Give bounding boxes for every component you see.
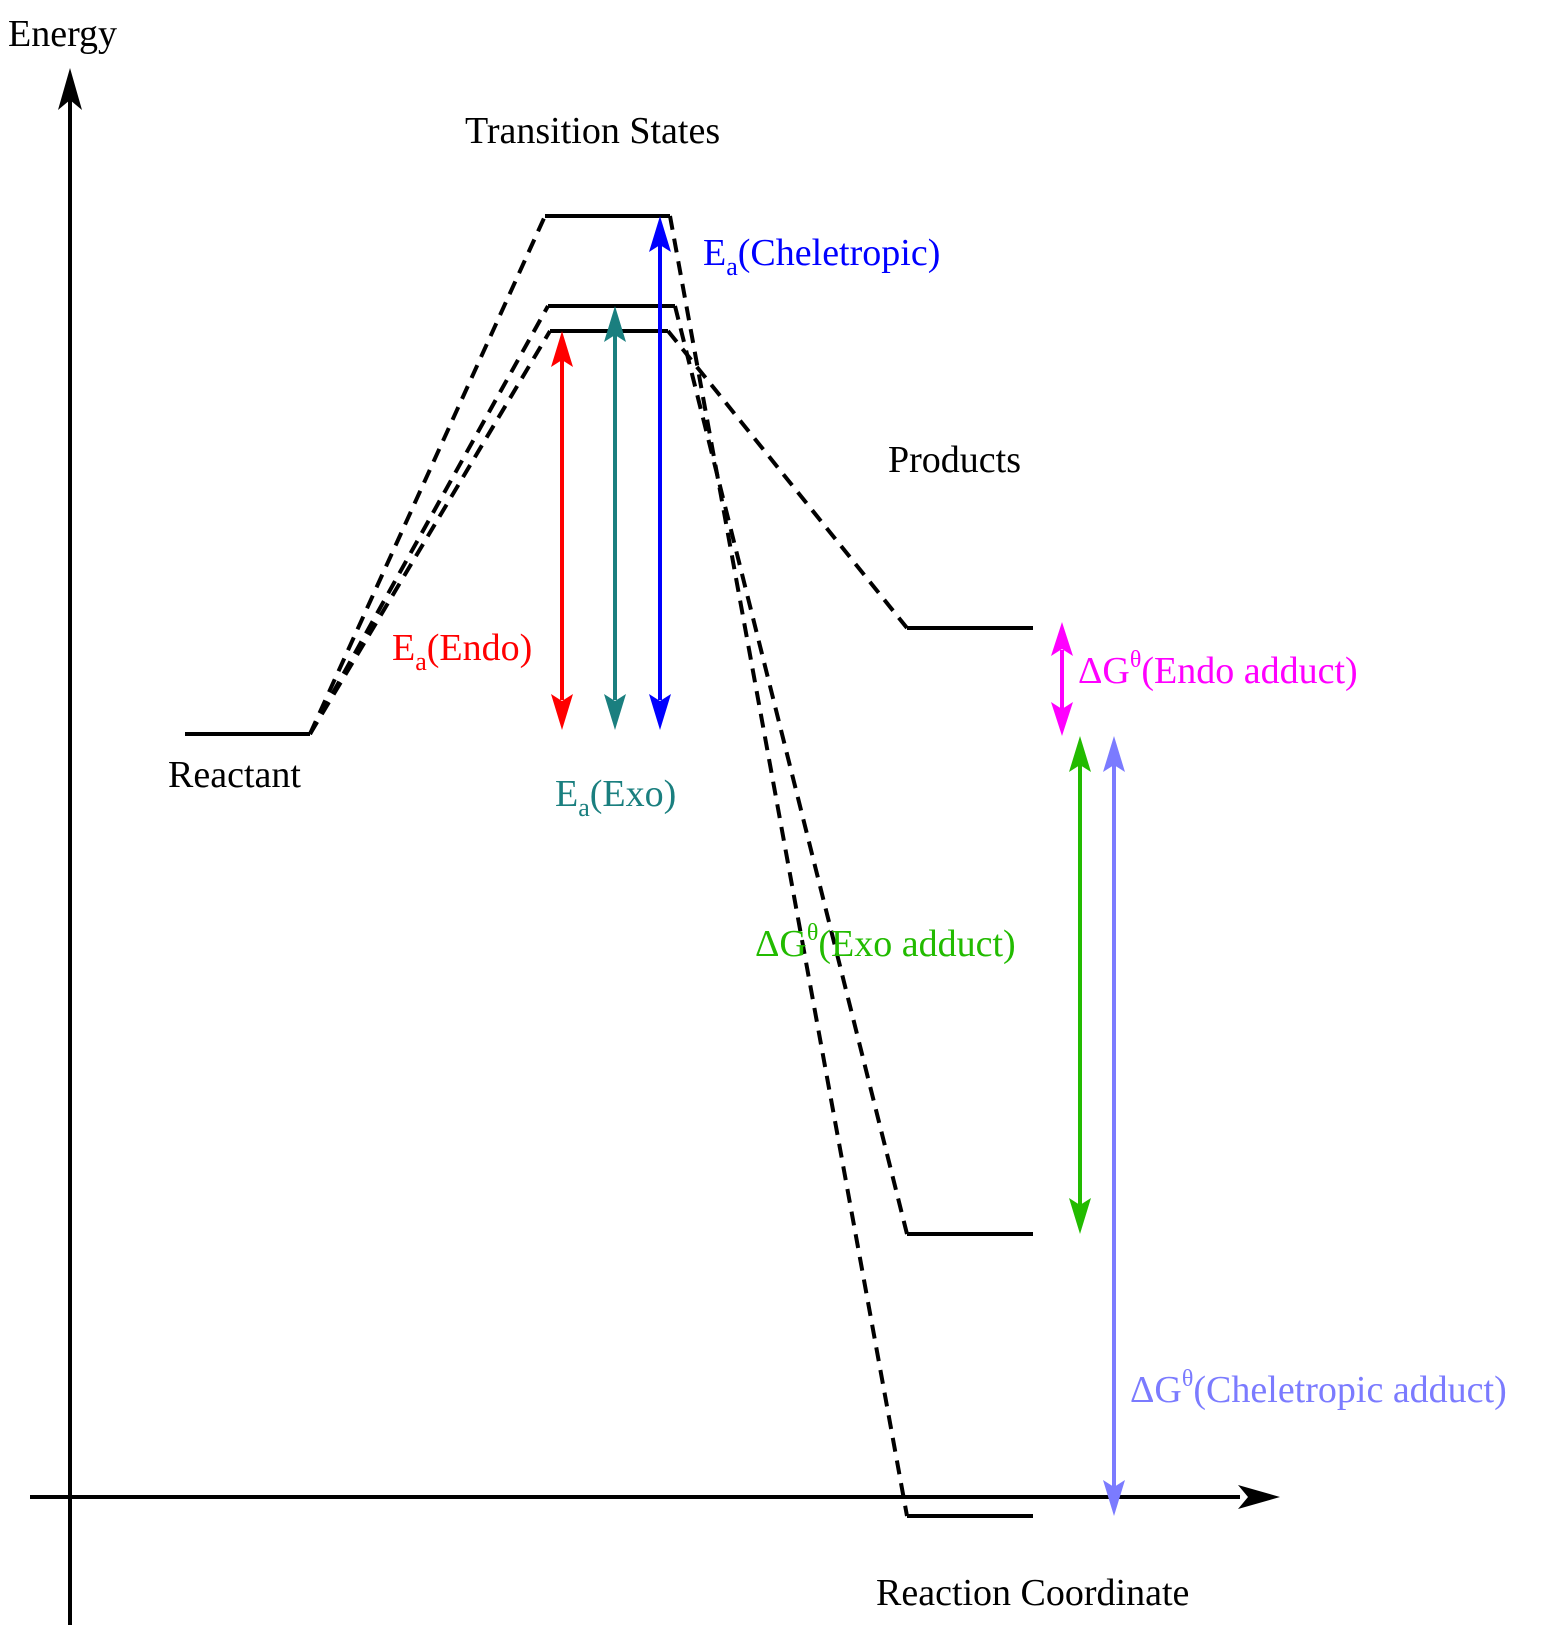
- reactant-label: Reactant: [168, 754, 301, 796]
- dg-cheletropic-arrow-top: [1103, 736, 1125, 772]
- path-ts-cheletropic-to-product-cheletropic: [668, 215, 909, 1517]
- ea-endo-arrow-top: [551, 331, 573, 367]
- activation-arrows: [551, 216, 671, 730]
- ea-exo-arrow-top: [604, 306, 626, 342]
- free-energy-arrows: [1051, 622, 1125, 1516]
- x-axis-label: Reaction Coordinate: [876, 1572, 1189, 1614]
- dg-cheletropic-arrow-bottom: [1103, 1480, 1125, 1516]
- transition-states-label: Transition States: [465, 110, 720, 152]
- ea-exo-label: Ea(Exo): [555, 773, 676, 822]
- dg-endo-label: ΔGθ(Endo adduct): [1078, 647, 1358, 692]
- ea-exo-arrow-bottom: [604, 694, 626, 730]
- y-axis-arrowhead: [58, 68, 82, 110]
- energy-levels: [185, 214, 1033, 1518]
- x-axis-arrowhead: [1238, 1485, 1280, 1509]
- products-label: Products: [888, 439, 1021, 481]
- ea-cheletropic-arrow-bottom: [649, 694, 671, 730]
- dg-exo-arrow-bottom: [1069, 1198, 1091, 1234]
- axes: [30, 68, 1280, 1625]
- ea-cheletropic-arrow-top: [649, 216, 671, 252]
- ea-cheletropic-label: Ea(Cheletropic): [703, 232, 940, 281]
- dg-exo-label: ΔGθ(Exo adduct): [755, 920, 1016, 965]
- y-axis-label: Energy: [8, 13, 117, 55]
- dg-cheletropic-label: ΔGθ(Cheletropic adduct): [1130, 1366, 1507, 1411]
- reaction-paths: [308, 215, 909, 1517]
- ea-endo-arrow-bottom: [551, 694, 573, 730]
- dg-endo-arrow-bottom: [1051, 702, 1073, 736]
- path-reactant-to-ts-endo: [308, 329, 552, 736]
- dg-endo-arrow-top: [1051, 622, 1073, 656]
- dg-exo-arrow-top: [1069, 736, 1091, 772]
- path-ts-endo-to-product-endo: [666, 329, 909, 630]
- ea-endo-label: Ea(Endo): [392, 627, 532, 676]
- path-reactant-to-ts-cheletropic: [308, 215, 547, 735]
- path-reactant-to-ts-exo: [308, 305, 550, 735]
